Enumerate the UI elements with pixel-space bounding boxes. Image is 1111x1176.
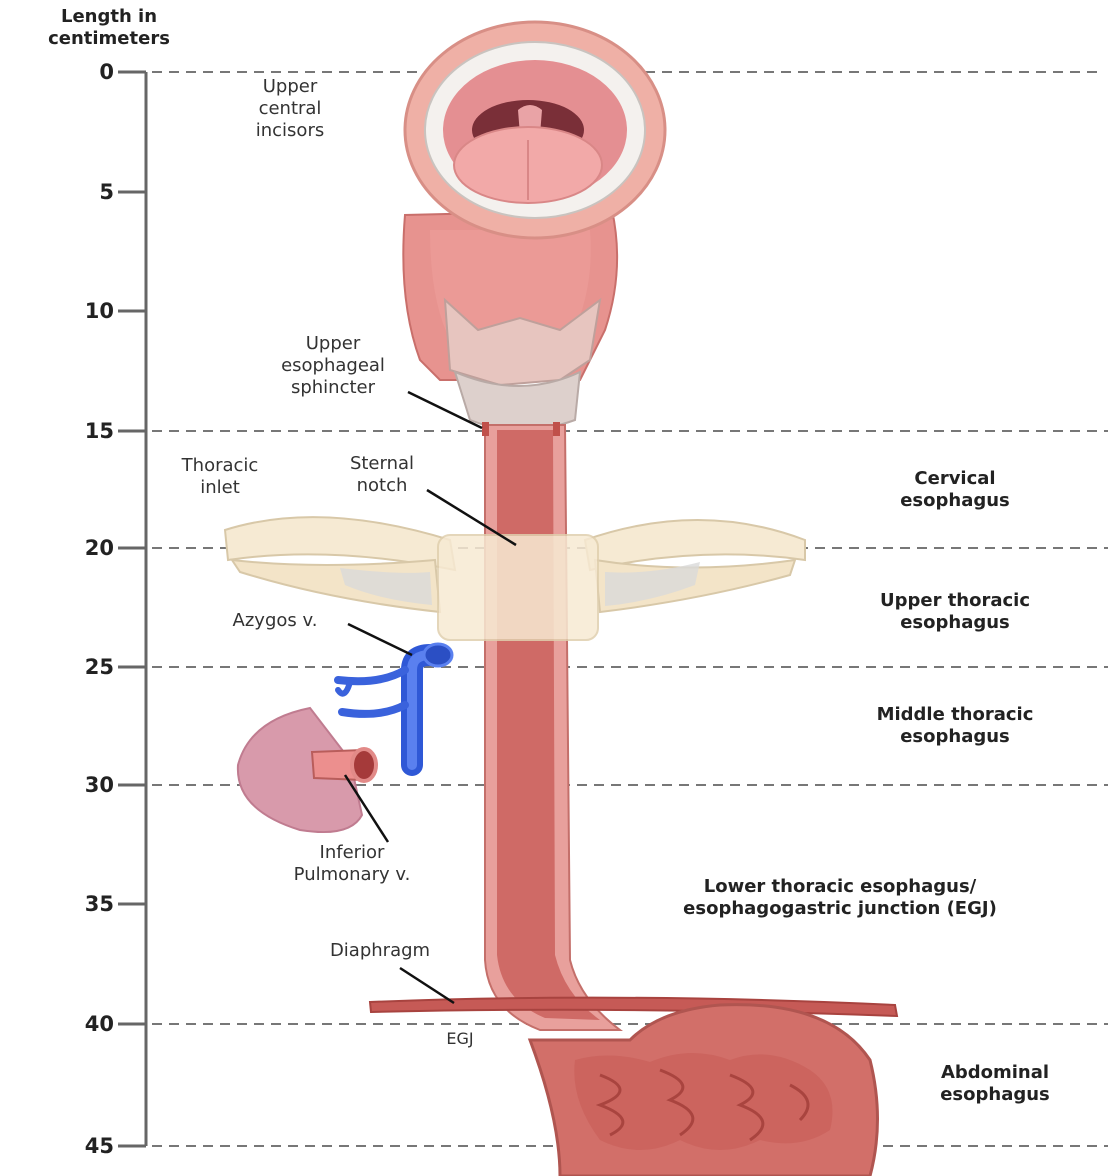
tick-label-45: 45 bbox=[64, 1134, 114, 1158]
segment-abdominal: Abdominal esophagus bbox=[890, 1062, 1100, 1106]
ues-marker-left bbox=[482, 422, 489, 436]
tick-label-35: 35 bbox=[64, 892, 114, 916]
leader-diaphragm bbox=[400, 968, 454, 1003]
label-azygos: Azygos v. bbox=[200, 610, 350, 632]
leader-azygos bbox=[348, 624, 412, 655]
label-inferior-pulmonary: Inferior Pulmonary v. bbox=[262, 842, 442, 886]
label-upper-central-incisors: Upper central incisors bbox=[220, 76, 360, 142]
ues-marker-right bbox=[553, 422, 560, 436]
tick-label-10: 10 bbox=[64, 299, 114, 323]
label-sternal-notch: Sternal notch bbox=[322, 453, 442, 497]
mouth bbox=[405, 22, 665, 238]
tick-label-40: 40 bbox=[64, 1012, 114, 1036]
tick-label-20: 20 bbox=[64, 536, 114, 560]
y-axis bbox=[118, 72, 146, 1146]
tick-label-5: 5 bbox=[64, 180, 114, 204]
azygos-opening bbox=[424, 644, 452, 666]
tick-label-15: 15 bbox=[64, 419, 114, 443]
segment-upper-thoracic: Upper thoracic esophagus bbox=[820, 590, 1090, 634]
label-diaphragm: Diaphragm bbox=[300, 940, 460, 962]
azygos-vein bbox=[338, 655, 430, 765]
tick-label-25: 25 bbox=[64, 655, 114, 679]
segment-middle-thoracic: Middle thoracic esophagus bbox=[810, 704, 1100, 748]
segment-lower-thoracic: Lower thoracic esophagus/ esophagogastri… bbox=[590, 876, 1090, 920]
label-thoracic-inlet: Thoracic inlet bbox=[160, 455, 280, 499]
segment-cervical: Cervical esophagus bbox=[860, 468, 1050, 512]
label-upper-esophageal-sphincter: Upper esophageal sphincter bbox=[258, 333, 408, 399]
label-egj: EGJ bbox=[430, 1028, 490, 1050]
esophagus-lumen bbox=[497, 430, 600, 1020]
sternum bbox=[438, 535, 598, 640]
tick-label-30: 30 bbox=[64, 773, 114, 797]
tick-label-0: 0 bbox=[64, 60, 114, 84]
